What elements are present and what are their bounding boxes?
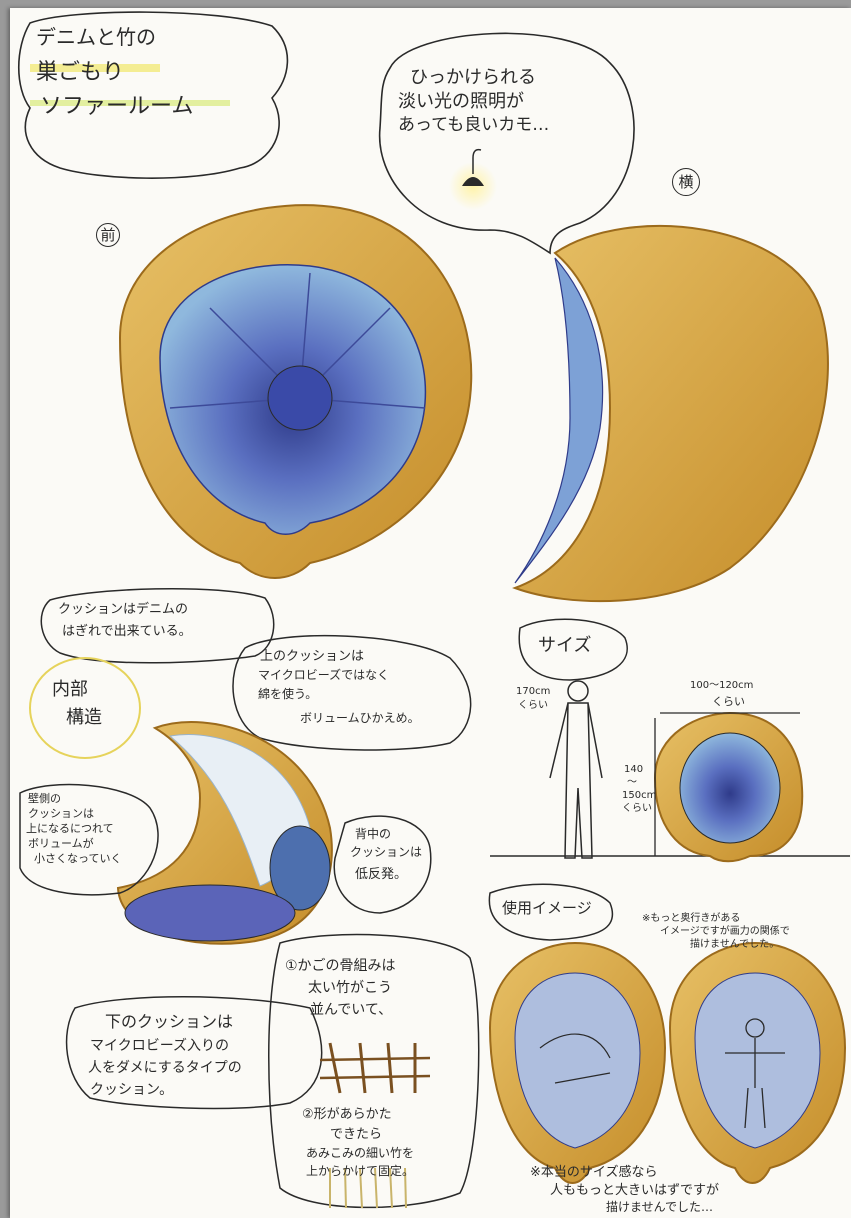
height-label-line-4: くらい xyxy=(622,803,652,815)
side-basket-drawing xyxy=(515,226,828,601)
person-figure-icon xyxy=(550,681,602,858)
person-height-line-1: 170cm xyxy=(516,686,550,698)
bamboo-frame-icon xyxy=(320,1043,430,1093)
view-front-label: 前 xyxy=(96,223,120,247)
wall-note-line-5: 小さくなっていく xyxy=(34,853,121,866)
lower-note-line-2: マイクロビーズ入りの xyxy=(90,1038,229,1054)
height-label-line-3: 150cm xyxy=(622,790,656,802)
size-label: サイズ xyxy=(538,636,591,657)
usage-label: 使用イメージ xyxy=(502,900,592,917)
interior-label-line-1: 内部 xyxy=(52,680,88,701)
back-note-line-2: クッションは xyxy=(350,846,422,860)
frame-note-1-line-1: ①かごの骨組みは xyxy=(285,958,396,974)
cushion-note-line-2: はぎれで出来ている。 xyxy=(62,625,192,640)
frame-note-2-line-3: あみこみの細い竹を xyxy=(306,1147,414,1161)
front-basket-drawing xyxy=(120,205,471,578)
frame-note-2-line-2: できたら xyxy=(330,1128,382,1143)
person-height-line-2: くらい xyxy=(518,700,548,712)
frame-note-1-line-2: 太い竹がこう xyxy=(308,980,392,996)
width-label-line-2: くらい xyxy=(712,696,745,709)
lower-note-line-1: 下のクッションは xyxy=(105,1013,233,1031)
interior-label-line-2: 構造 xyxy=(66,708,102,729)
height-label-line-1: 140 xyxy=(624,764,643,776)
view-side-label: 横 xyxy=(672,168,700,196)
lower-note-line-3: 人をダメにするタイプの xyxy=(88,1060,242,1076)
title-line-2: 巣ごもり xyxy=(36,60,124,85)
usage-note-line-3: 描けませんでした。 xyxy=(690,939,779,951)
sketch-sheet: デニムと竹の 巣ごもり ソファールーム ひっかけられる 淡い光の照明が あっても… xyxy=(10,8,851,1218)
lamp-note-line-1: ひっかけられる xyxy=(410,68,536,89)
title-line-1: デニムと竹の xyxy=(36,26,156,49)
size-basket-drawing xyxy=(655,713,802,861)
lower-note-line-4: クッション。 xyxy=(90,1082,173,1098)
usage-basket-left xyxy=(490,943,665,1183)
lamp-note-line-3: あっても良いカモ… xyxy=(398,116,549,136)
lamp-note-line-2: 淡い光の照明が xyxy=(398,92,524,113)
scale-note-line-3: 描けませんでした… xyxy=(606,1201,713,1215)
back-note-line-3: 低反発。 xyxy=(355,868,407,883)
scale-note-line-1: ※本当のサイズ感なら xyxy=(530,1166,658,1181)
width-label-line-1: 100〜120cm xyxy=(690,680,753,692)
wall-note-line-1: 壁側の xyxy=(28,793,61,806)
scale-note-line-2: 人ももっと大きいはずですが xyxy=(550,1184,719,1199)
frame-note-1-line-3: 並んでいて、 xyxy=(310,1002,392,1018)
upper-note-line-1: 上のクッションは xyxy=(260,650,364,665)
usage-note-line-1: ※もっと奥行きがある xyxy=(642,913,740,925)
upper-note-line-4: ボリュームひかえめ。 xyxy=(300,712,420,726)
interior-section-drawing xyxy=(118,722,332,944)
usage-basket-right xyxy=(670,943,845,1183)
frame-note-2-line-1: ②形があらかた xyxy=(302,1108,392,1123)
back-note-line-1: 背中の xyxy=(355,828,391,842)
usage-note-line-2: イメージですが画力の関係で xyxy=(660,926,790,938)
wall-note-line-2: クッションは xyxy=(28,808,94,821)
frame-note-2-line-4: 上からかけて固定。 xyxy=(306,1165,414,1179)
upper-note-line-3: 綿を使う。 xyxy=(258,688,317,702)
wall-note-line-3: 上になるにつれて xyxy=(26,823,114,836)
height-label-line-2: 〜 xyxy=(627,777,637,789)
upper-note-line-2: マイクロビーズではなく xyxy=(258,669,389,683)
wall-note-line-4: ボリュームが xyxy=(28,838,94,851)
title-line-3: ソファールーム xyxy=(40,94,193,119)
cushion-note-line-1: クッションはデニムの xyxy=(58,603,188,618)
